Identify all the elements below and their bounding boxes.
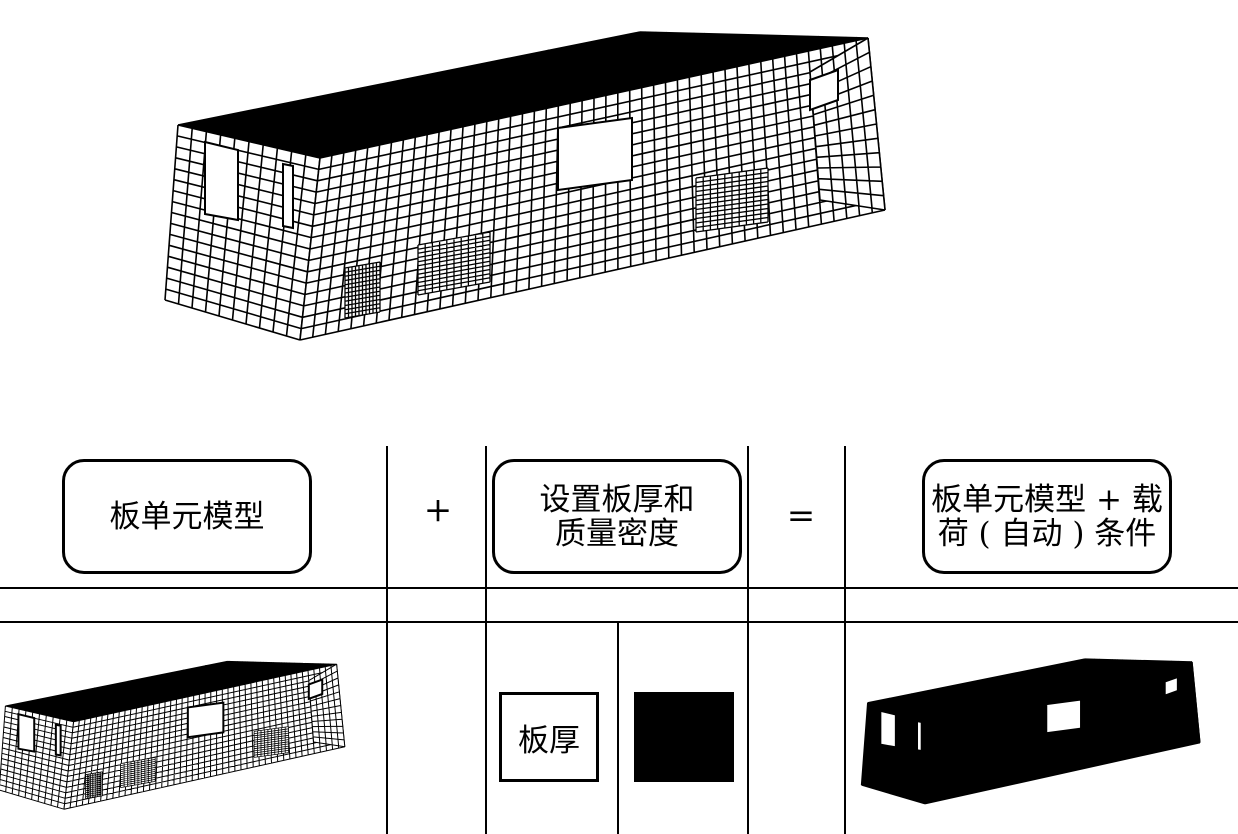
table-rule-bottom [0,621,1238,623]
train-wireframe-model-small [0,660,346,810]
train-filled-model-small [860,658,1201,805]
table-divider-1 [386,446,388,834]
plate-thickness-box: 板厚 [499,692,599,782]
density-filled-square [634,692,734,782]
plus-operator: + [423,490,453,530]
thickness-density-box: 设置板厚和 质量密度 [492,459,742,574]
equals-operator: = [786,496,816,536]
train-wireframe-model-large [164,31,886,341]
table-divider-4 [844,446,846,834]
table-divider-inner [617,622,619,834]
table-divider-3 [747,446,749,834]
result-model-box: 板单元模型 + 载 荷 ( 自动 ) 条件 [922,459,1172,574]
table-rule-top [0,587,1238,589]
plate-model-box: 板单元模型 [62,459,312,574]
table-divider-2 [485,446,487,834]
